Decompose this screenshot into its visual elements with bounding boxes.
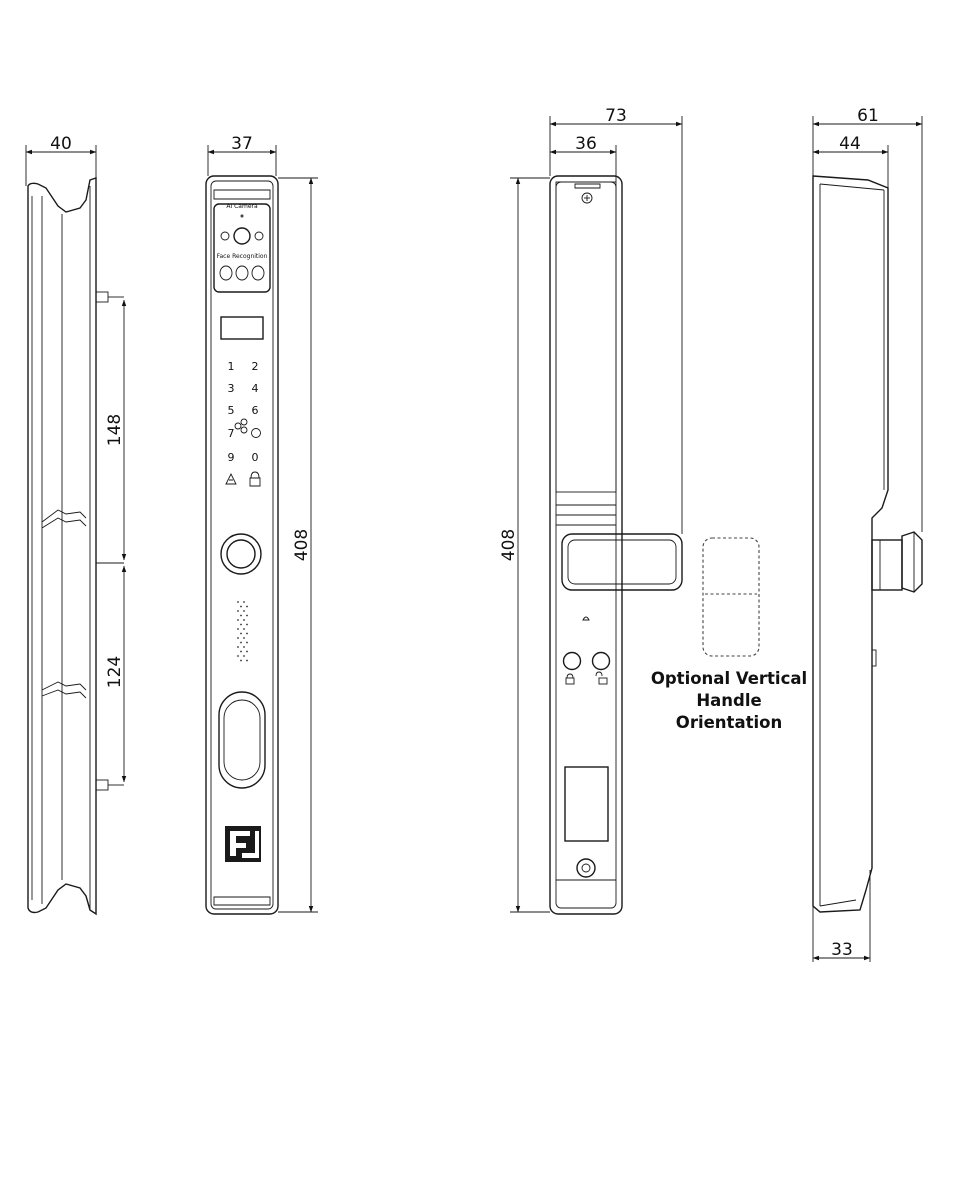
optional-orientation-note: Optional Vertical Handle Orientation — [651, 669, 807, 732]
speaker-dot — [240, 632, 242, 635]
lock-icon — [249, 471, 261, 487]
speaker-dot — [246, 659, 248, 662]
camera-module — [213, 203, 271, 293]
fingerprint-sensor-icon — [226, 539, 256, 569]
key-3: 3 — [228, 382, 235, 395]
key-9: 9 — [228, 451, 235, 464]
key-cylinder-icon — [576, 858, 596, 878]
speaker-dot — [243, 646, 245, 648]
speaker-dot — [237, 619, 239, 621]
dim-33: 33 — [812, 870, 871, 962]
dim-124-label: 124 — [105, 656, 125, 688]
speaker-dot — [240, 659, 242, 662]
left-side-view — [27, 177, 124, 916]
dim-148-label: 148 — [105, 414, 125, 446]
camera-label: AI Camera — [226, 203, 258, 210]
speaker-dot — [237, 628, 239, 630]
unlocked-icon — [595, 671, 608, 685]
ir-sensor-icon — [220, 231, 230, 241]
key-6: 6 — [252, 404, 259, 417]
dim-44: 44 — [812, 134, 889, 188]
dim-73-label: 73 — [605, 106, 627, 126]
battery-cover — [564, 766, 609, 842]
fingerprint-bezel — [220, 533, 262, 575]
dim-44-label: 44 — [839, 134, 861, 154]
card-reader-window — [218, 691, 266, 789]
key-0: 0 — [252, 451, 259, 464]
speaker-dot — [240, 605, 242, 608]
right-side-view — [812, 175, 923, 913]
thumb-turn-knob — [871, 531, 923, 593]
note-line-3: Orientation — [676, 713, 782, 732]
speaker-dot — [243, 601, 245, 603]
note-line-1: Optional Vertical — [651, 669, 807, 688]
note-line-2: Handle — [696, 691, 761, 710]
dim-40-label: 40 — [50, 134, 72, 154]
camera-lens-icon — [233, 227, 251, 245]
speaker-dot — [237, 637, 239, 639]
handle-vertical-optional — [702, 537, 760, 657]
key-5: 5 — [228, 404, 235, 417]
brand-logo — [225, 826, 261, 862]
speaker-dot — [240, 623, 242, 626]
dim-148: 148 — [105, 299, 127, 561]
dim-408-back: 408 — [499, 177, 550, 913]
bell-icon — [225, 472, 237, 485]
dim-36: 36 — [549, 134, 617, 182]
key-4: 4 — [252, 382, 259, 395]
dim-61: 61 — [812, 106, 923, 532]
back-view — [549, 175, 683, 915]
speaker-dot — [246, 614, 248, 617]
key-8-icon — [251, 428, 261, 438]
dim-408-front: 408 — [278, 177, 318, 913]
ir-sensor-icon — [254, 231, 264, 241]
dim-33-label: 33 — [831, 940, 853, 960]
speaker-dot — [243, 610, 245, 612]
lock-button — [562, 651, 582, 671]
speaker-dot — [243, 655, 245, 657]
dim-37: 37 — [207, 134, 277, 176]
dim-61-label: 61 — [857, 106, 879, 126]
speaker-dot — [246, 632, 248, 635]
dim-124: 124 — [105, 565, 127, 783]
doorbell-logo-icon — [234, 418, 248, 434]
dim-73: 73 — [549, 106, 683, 534]
speaker-dot — [246, 650, 248, 653]
speaker-dot — [246, 605, 248, 608]
speaker-dot — [240, 650, 242, 653]
dim-37-label: 37 — [231, 134, 253, 154]
front-view: AI Camera Face Recognition 1 2 3 4 5 6 7… — [205, 175, 279, 915]
speaker-dot — [237, 610, 239, 612]
key-1: 1 — [228, 360, 235, 373]
speaker-dot — [246, 623, 248, 626]
speaker-dot — [243, 637, 245, 639]
speaker-dot — [237, 655, 239, 657]
dim-408-front-label: 408 — [292, 529, 312, 561]
display-screen — [220, 316, 264, 340]
key-7: 7 — [228, 427, 235, 440]
locked-icon — [565, 673, 575, 685]
speaker-dot — [237, 646, 239, 648]
speaker-dot — [240, 614, 242, 617]
speaker-dot — [243, 628, 245, 630]
dim-36-label: 36 — [575, 134, 597, 154]
screw-icon — [581, 192, 593, 204]
speaker-dot — [246, 641, 248, 644]
dim-40: 40 — [25, 134, 97, 186]
face-label: Face Recognition — [217, 253, 268, 260]
speaker-dot — [237, 601, 239, 603]
unlock-button — [591, 651, 611, 671]
dim-408-back-label: 408 — [499, 529, 519, 561]
handle-horizontal — [561, 533, 683, 591]
speaker-grille — [237, 601, 248, 662]
speaker-dot — [240, 641, 242, 644]
key-2: 2 — [252, 360, 259, 373]
speaker-dot — [243, 619, 245, 621]
